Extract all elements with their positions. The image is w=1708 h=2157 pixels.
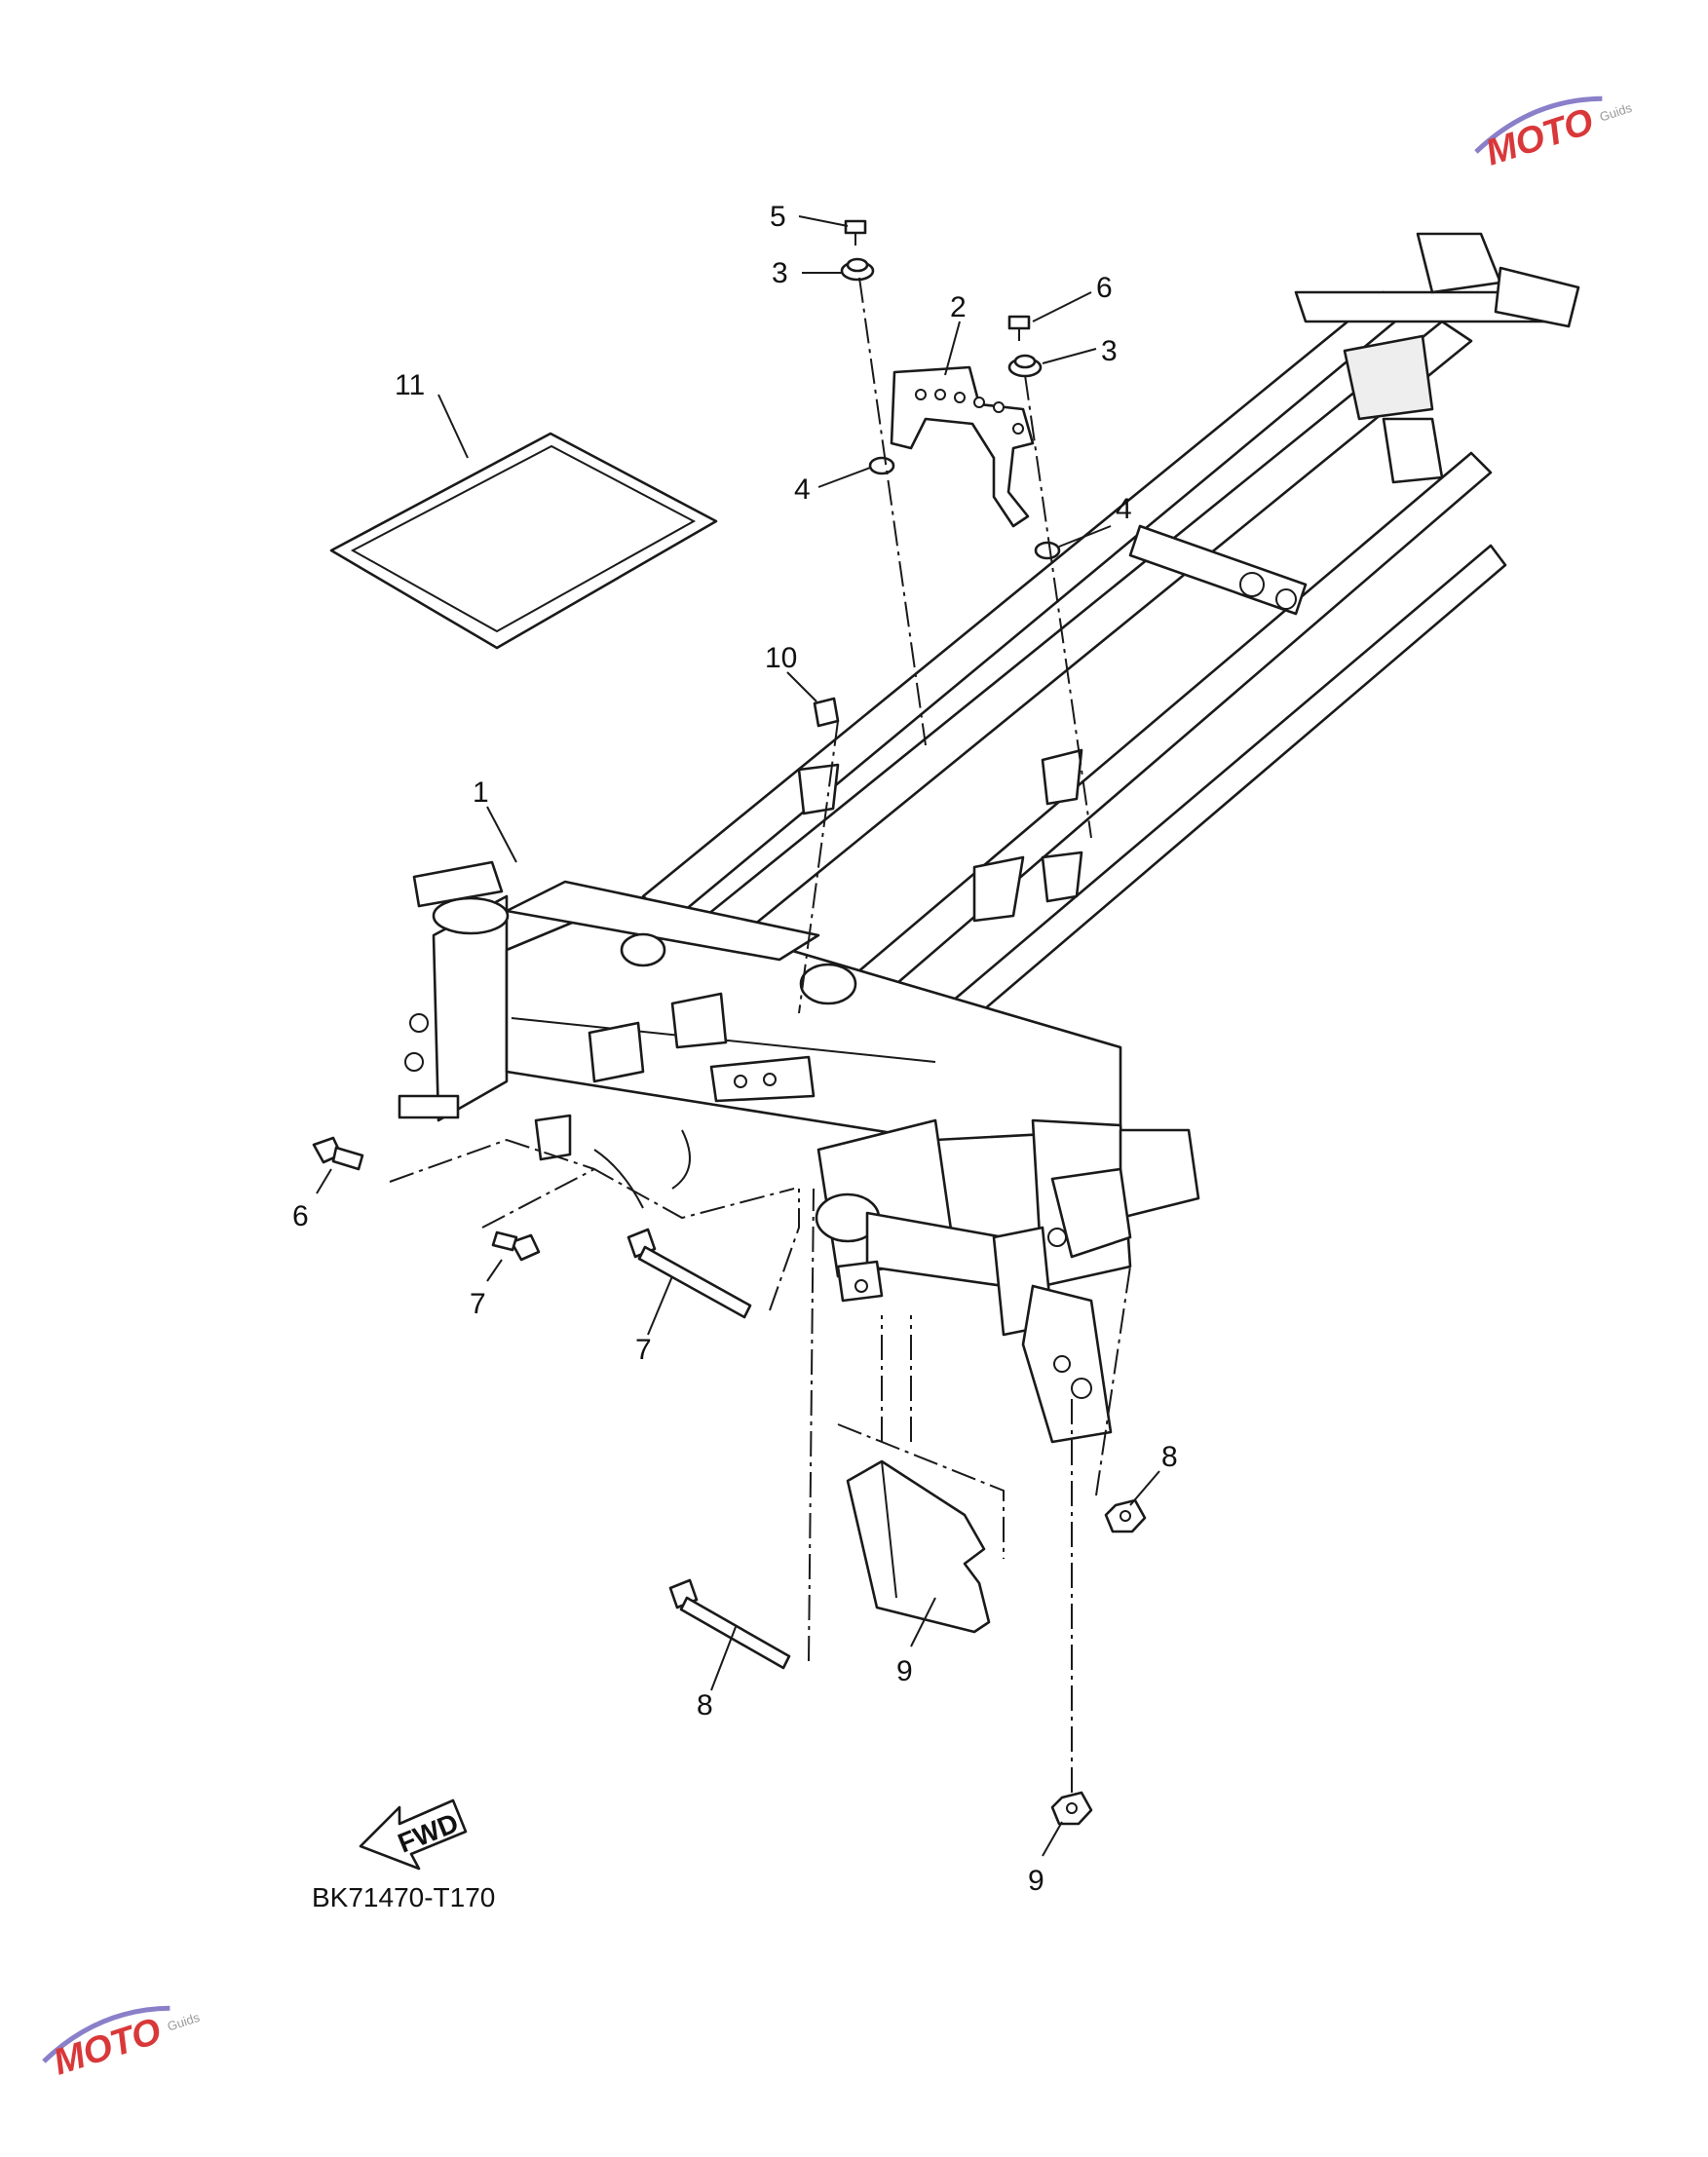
watermark-logo-top: MOTO Guids xyxy=(1474,95,1634,174)
callout-8-upper: 8 xyxy=(1161,1441,1178,1473)
watermark-logo-bottom: MOTO Guids xyxy=(42,2005,202,2084)
callout-3-right: 3 xyxy=(1101,335,1118,367)
callout-9: 9 xyxy=(896,1655,913,1687)
callout-leaders xyxy=(316,215,1160,1857)
watermark-tagline: Guids xyxy=(1598,100,1634,125)
callout-8-lower: 9 xyxy=(1028,1865,1044,1897)
callout-4-left: 4 xyxy=(794,473,811,506)
part-11-label-sheet xyxy=(329,432,718,650)
callout-6-upper: 6 xyxy=(292,1200,309,1232)
chain-lines xyxy=(389,277,1131,1793)
part-8-nut-upper xyxy=(1104,1498,1147,1533)
part-7-long-bolt-lower xyxy=(668,1578,791,1670)
fwd-direction-arrow: FWD xyxy=(359,1798,468,1871)
part-5-bolt-right xyxy=(1007,315,1031,341)
part-6-bolt-upper xyxy=(312,1136,364,1171)
callout-labels: 5 3 2 6 3 4 4 11 10 1 6 7 7 8 8 9 11 9 xyxy=(292,201,1178,1897)
part-5-bolt-left xyxy=(844,219,867,246)
part-3-damper-right xyxy=(1007,354,1043,378)
callout-2: 2 xyxy=(950,291,967,323)
callout-7-upper: 7 xyxy=(635,1334,652,1366)
part-8-nut-lower xyxy=(1050,1791,1093,1826)
callout-1: 1 xyxy=(473,776,489,809)
part-9-cover xyxy=(846,1459,991,1634)
callout-11: 11 xyxy=(395,369,425,401)
callout-6-lower: 7 xyxy=(470,1288,486,1320)
part-7-long-bolt-upper xyxy=(626,1228,752,1319)
part-4-collar-right xyxy=(1034,541,1061,560)
watermark-tagline: Guids xyxy=(166,2010,202,2034)
diagram-part-code: BK71470-T170 xyxy=(312,1882,495,1912)
callout-5-right: 6 xyxy=(1096,272,1113,304)
callout-3-left: 3 xyxy=(772,257,788,289)
part-3-damper-left xyxy=(840,257,875,282)
callout-10: 10 xyxy=(765,642,797,674)
part-10-clip xyxy=(813,697,840,728)
callout-5-left: 5 xyxy=(770,201,786,233)
callout-7-lower: 8 xyxy=(697,1689,713,1722)
part-6-bolt-lower xyxy=(491,1230,541,1262)
part-4-collar-left xyxy=(868,456,895,475)
callout-4-right: 4 xyxy=(1116,493,1132,525)
part-2-seat-bracket xyxy=(890,365,1035,528)
part-1-main-frame xyxy=(398,232,1580,1444)
